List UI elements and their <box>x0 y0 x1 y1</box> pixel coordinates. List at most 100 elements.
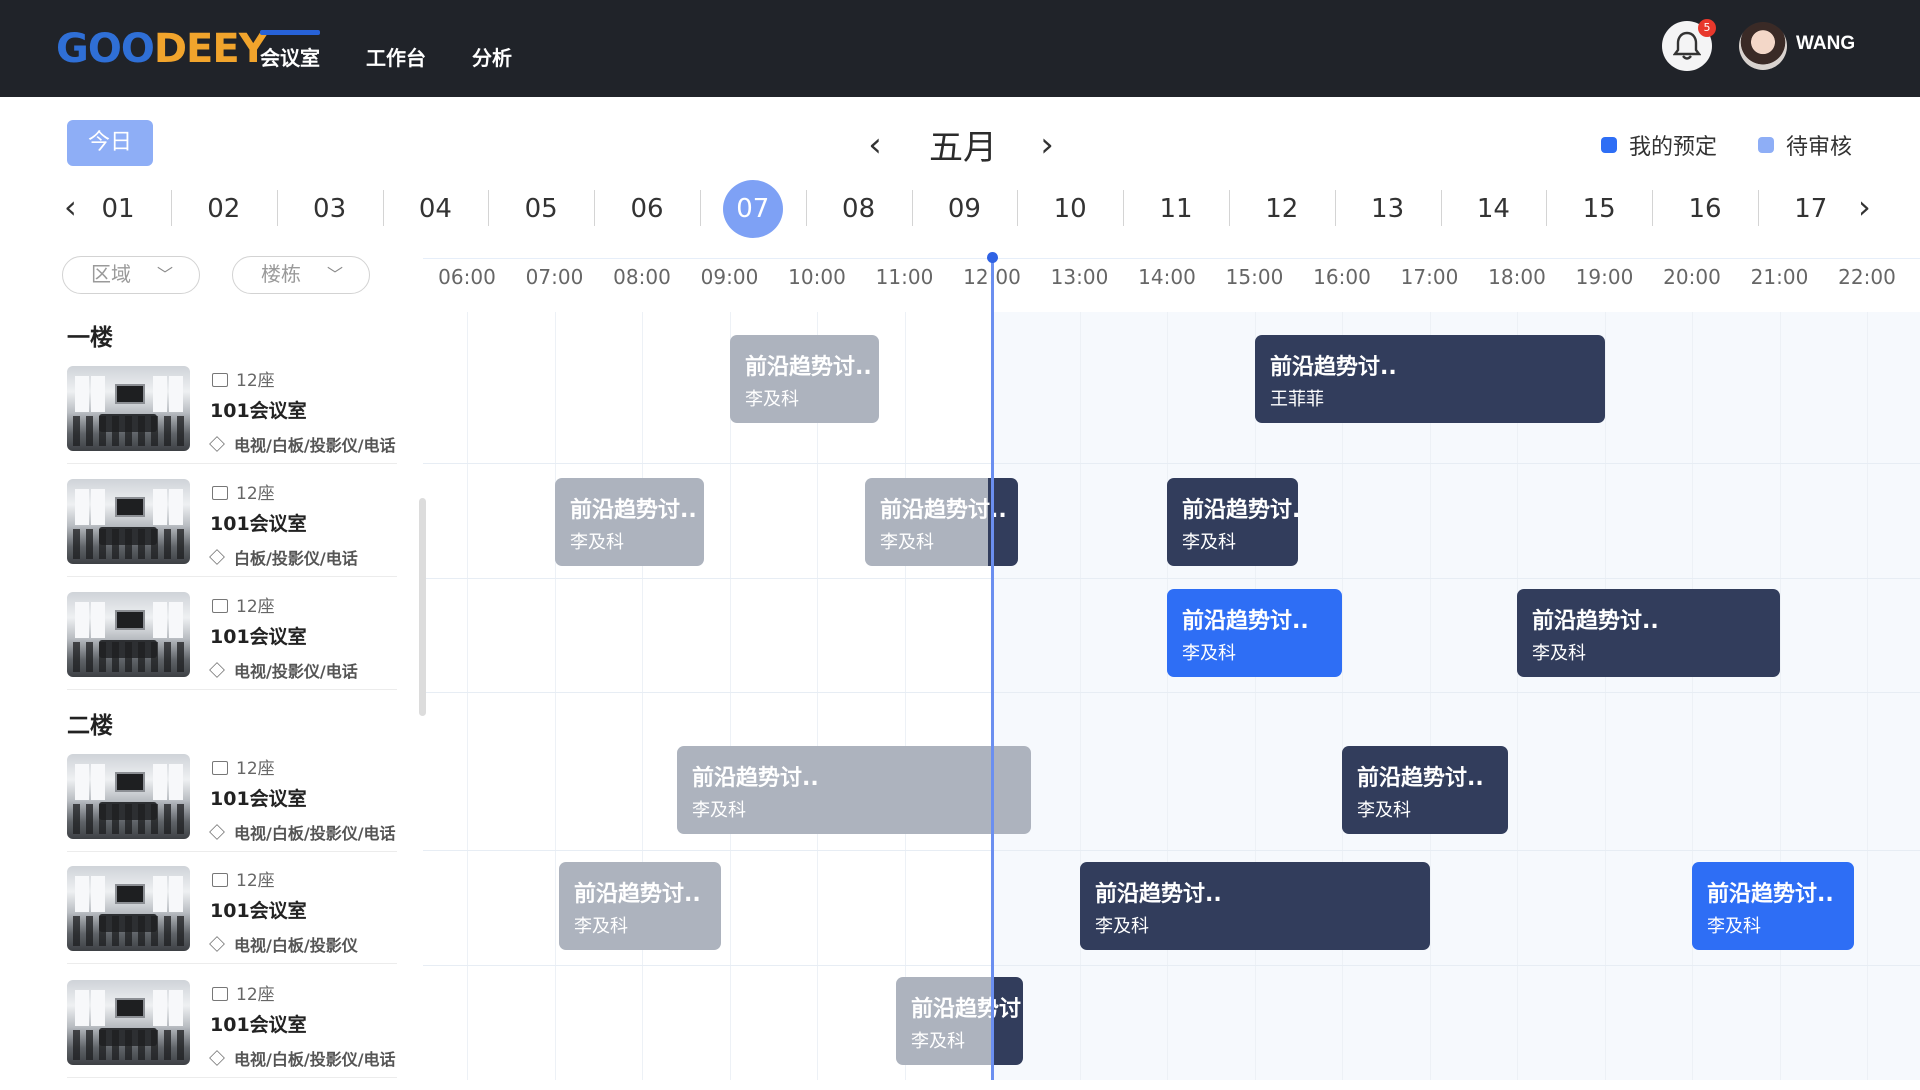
room-divider <box>67 463 397 464</box>
booking-block[interactable]: 前沿趋势讨..李及科 <box>559 862 721 950</box>
room-photo-window <box>91 876 105 912</box>
room-equipment: 电视/投影仪/电话 <box>209 658 358 682</box>
date-03[interactable]: 03 <box>313 194 347 224</box>
time-label: 08:00 <box>613 265 671 289</box>
date-01[interactable]: 01 <box>101 194 135 224</box>
room-list-scrollbar[interactable] <box>419 498 426 716</box>
date-02[interactable]: 02 <box>207 194 241 224</box>
logo-part2: DEEY <box>153 26 268 72</box>
booking-block[interactable]: 前沿趋势讨..李及科 <box>896 977 1023 1065</box>
room-name: 101会议室 <box>210 1014 307 1036</box>
area-filter-label: 区域 <box>91 262 131 286</box>
notification-button[interactable]: 5 <box>1662 19 1716 71</box>
time-label: 19:00 <box>1575 265 1634 289</box>
date-separator <box>806 190 807 226</box>
date-15[interactable]: 15 <box>1582 194 1616 224</box>
time-label: 10:00 <box>788 265 846 289</box>
date-05[interactable]: 05 <box>524 194 558 224</box>
booking-block[interactable]: 前沿趋势讨..李及科 <box>1692 862 1854 950</box>
booking-block[interactable]: 前沿趋势讨..李及科 <box>677 746 1031 834</box>
booking-title: 前沿趋势讨.. <box>574 882 701 907</box>
building-filter[interactable]: 楼栋 ﹀ <box>232 256 370 294</box>
booking-block[interactable]: 前沿趋势讨..李及科 <box>555 478 704 566</box>
chevron-right-icon[interactable]: › <box>1040 125 1054 165</box>
room-photo-window <box>153 489 167 525</box>
notification-badge: 5 <box>1698 19 1716 37</box>
room-equipment-text: 电视/白板/投影仪 <box>234 936 358 955</box>
date-separator <box>912 190 913 226</box>
date-next-icon[interactable]: › <box>1858 188 1871 226</box>
booking-block[interactable]: 前沿趋势讨..王菲菲 <box>1255 335 1605 423</box>
time-label: 06:00 <box>438 265 496 289</box>
room-photo-screen <box>115 884 145 904</box>
date-06[interactable]: 06 <box>630 194 664 224</box>
room-photo-window <box>153 990 167 1026</box>
future-area <box>992 312 1920 1080</box>
room-equipment: 电视/白板/投影仪/电话 <box>209 1046 396 1070</box>
grid-column-line <box>1779 312 1781 1080</box>
booking-organizer: 李及科 <box>1707 916 1761 937</box>
seat-icon <box>212 373 228 387</box>
booking-title: 前沿趋势讨.. <box>745 355 872 380</box>
booking-title: 前沿趋势讨.. <box>692 766 819 791</box>
room-photo-chairs <box>73 529 184 559</box>
date-separator <box>594 190 595 226</box>
today-button[interactable]: 今日 <box>67 120 153 166</box>
time-axis-line <box>423 258 1920 259</box>
date-separator <box>700 190 701 226</box>
room-divider <box>67 963 397 964</box>
time-label: 09:00 <box>700 265 759 289</box>
schedule-grid[interactable] <box>423 312 1920 1080</box>
date-16[interactable]: 16 <box>1688 194 1722 224</box>
date-12[interactable]: 12 <box>1265 194 1299 224</box>
date-17[interactable]: 17 <box>1794 194 1828 224</box>
date-prev-icon[interactable]: ‹ <box>64 188 77 226</box>
room-equipment-text: 电视/投影仪/电话 <box>234 662 358 681</box>
date-10[interactable]: 10 <box>1053 194 1087 224</box>
grid-row-line <box>423 965 1920 966</box>
room-photo-window <box>75 376 89 412</box>
username[interactable]: WANG <box>1796 33 1856 54</box>
date-13[interactable]: 13 <box>1371 194 1405 224</box>
date-separator <box>383 190 384 226</box>
grid-column-line <box>1867 312 1868 1080</box>
date-04[interactable]: 04 <box>418 194 452 224</box>
time-label: 14:00 <box>1138 265 1196 289</box>
date-07[interactable]: 07 <box>722 180 783 238</box>
room-photo-chairs <box>73 804 184 834</box>
date-11[interactable]: 11 <box>1159 194 1193 224</box>
date-09[interactable]: 09 <box>947 194 981 224</box>
area-filter[interactable]: 区域 ﹀ <box>62 256 200 294</box>
booking-block[interactable]: 前沿趋势讨..李及科 <box>1167 478 1298 566</box>
room-seats-text: 12座 <box>236 484 275 504</box>
room-photo-window <box>75 489 89 525</box>
date-08[interactable]: 08 <box>842 194 876 224</box>
time-label: 20:00 <box>1663 265 1721 289</box>
nav-meeting-rooms[interactable]: 会议室 <box>260 0 320 97</box>
equipment-icon <box>209 1050 225 1066</box>
room-photo-screen <box>115 772 145 792</box>
grid-row-line <box>423 692 1920 693</box>
booking-block[interactable]: 前沿趋势讨..李及科 <box>1080 862 1430 950</box>
avatar[interactable] <box>1739 22 1787 70</box>
nav-analysis[interactable]: 分析 <box>472 46 512 70</box>
booking-block[interactable]: 前沿趋势讨..李及科 <box>1517 589 1780 677</box>
booking-block[interactable]: 前沿趋势讨..李及科 <box>730 335 879 423</box>
room-seats: 12座 <box>212 479 275 504</box>
room-photo <box>67 366 190 451</box>
room-photo-screen <box>115 610 145 630</box>
chevron-left-icon[interactable]: ‹ <box>868 125 882 165</box>
booking-block[interactable]: 前沿趋势讨..李及科 <box>865 478 1018 566</box>
nav-workbench[interactable]: 工作台 <box>366 46 426 70</box>
room-divider <box>67 689 397 690</box>
date-14[interactable]: 14 <box>1476 194 1510 224</box>
logo[interactable]: GOODEEY <box>56 26 268 72</box>
booking-block[interactable]: 前沿趋势讨..李及科 <box>1342 746 1508 834</box>
booking-block[interactable]: 前沿趋势讨..李及科 <box>1167 589 1342 677</box>
